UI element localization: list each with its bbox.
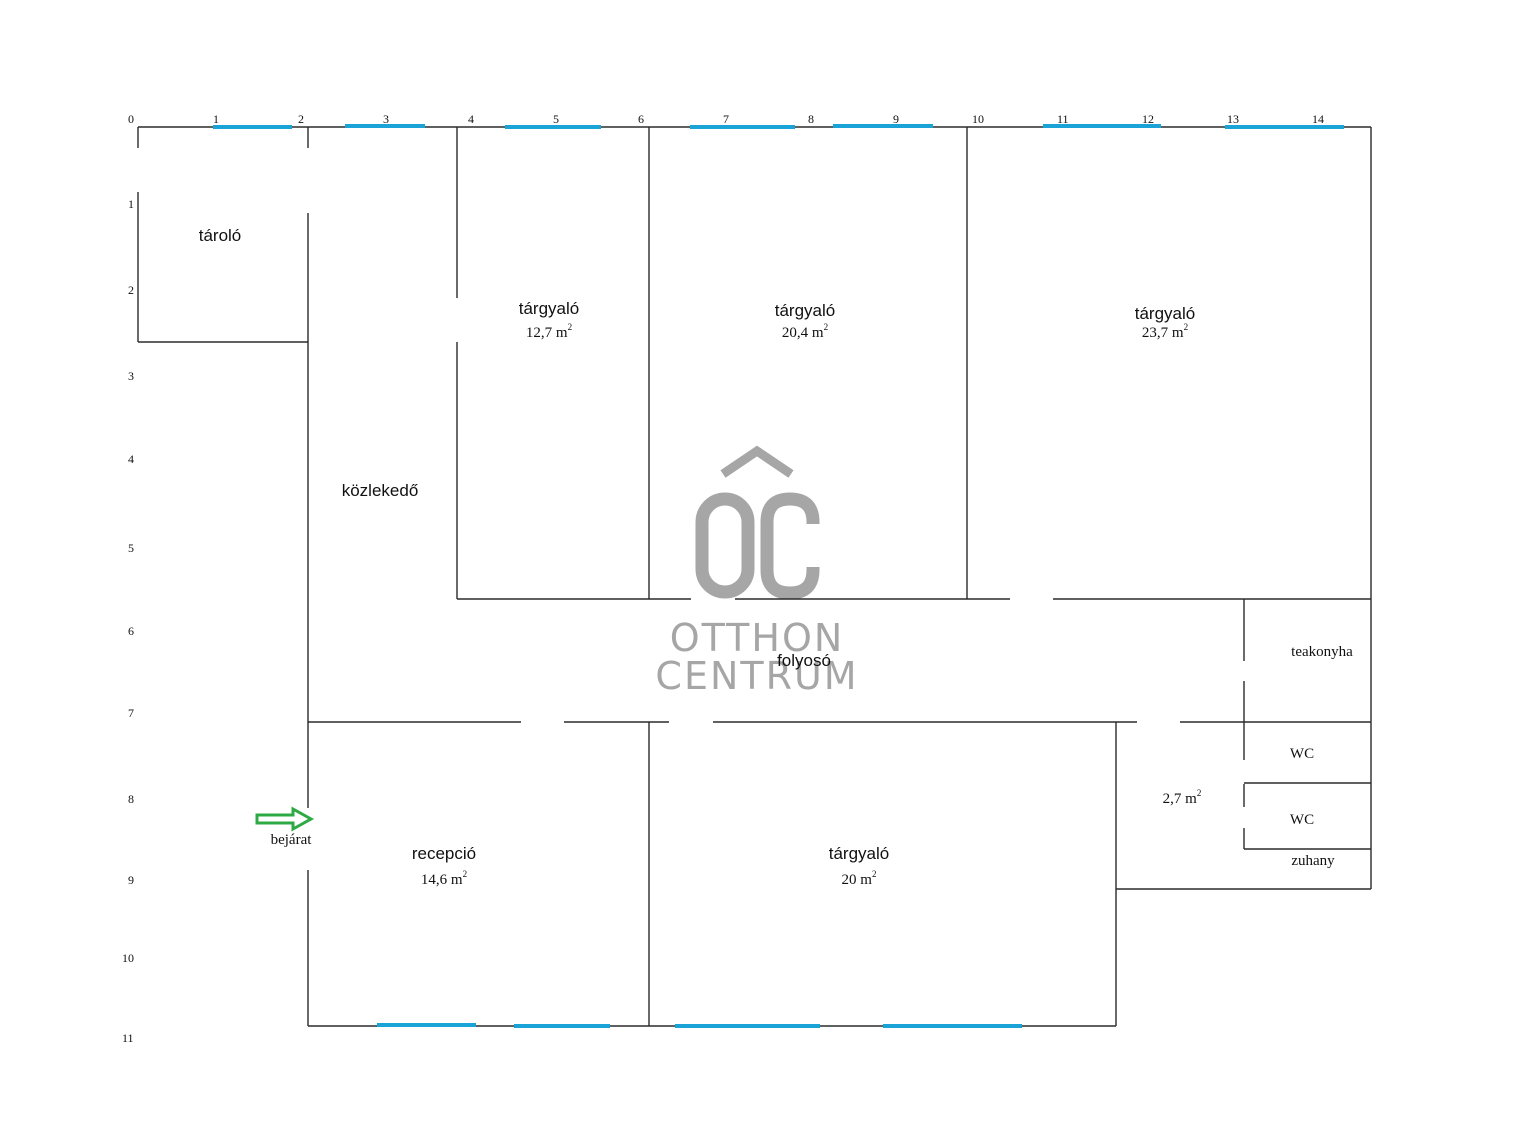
- y-tick-5: 5: [128, 541, 134, 555]
- room-storage-name: tároló: [199, 226, 242, 245]
- x-tick-4: 4: [468, 112, 474, 126]
- y-tick-6: 6: [128, 624, 134, 638]
- x-tick-14: 14: [1312, 112, 1324, 126]
- entrance: bejárat: [255, 806, 315, 848]
- room-reception-area-value: 14,6 m: [421, 872, 463, 888]
- y-tick-2: 2: [128, 283, 134, 297]
- y-tick-10: 10: [122, 951, 134, 965]
- x-tick-8: 8: [808, 112, 814, 126]
- watermark-line1: OTTHON: [670, 616, 845, 660]
- y-tick-1: 1: [128, 197, 134, 211]
- room-meeting3-area-sup: 2: [1184, 322, 1189, 332]
- watermark-logo: OTTHON CENTRUM: [655, 445, 858, 698]
- x-tick-7: 7: [723, 112, 729, 126]
- x-tick-1: 1: [213, 112, 219, 126]
- room-reception-area: 14,6 m2: [421, 869, 467, 888]
- y-axis-ticks: 1 2 3 4 5 6 7 8 9 10 11: [122, 197, 134, 1045]
- room-small-area: 2,7 m2: [1163, 788, 1202, 807]
- room-meeting2-area-value: 20,4 m: [782, 325, 824, 341]
- x-tick-3: 3: [383, 112, 389, 126]
- room-small-area-value: 2,7 m: [1163, 791, 1198, 807]
- room-meeting3-area-value: 23,7 m: [1142, 325, 1184, 341]
- room-wc1-name: WC: [1290, 746, 1314, 762]
- y-tick-9: 9: [128, 873, 134, 887]
- room-meeting2-name: tárgyaló: [775, 301, 835, 320]
- room-corridor-name: folyosó: [777, 651, 831, 670]
- room-meeting1-area: 12,7 m2: [526, 322, 572, 341]
- watermark-line2: CENTRUM: [655, 654, 858, 698]
- x-tick-12: 12: [1142, 112, 1154, 126]
- room-wc2-name: WC: [1290, 812, 1314, 828]
- letter-o-icon: [695, 492, 755, 599]
- room-meeting1-area-sup: 2: [568, 322, 573, 332]
- windows: [213, 124, 1344, 1028]
- y-tick-11: 11: [122, 1031, 134, 1045]
- letter-c-icon: [760, 492, 820, 600]
- y-tick-8: 8: [128, 792, 134, 806]
- x-tick-6: 6: [638, 112, 644, 126]
- room-reception-area-sup: 2: [463, 869, 468, 879]
- room-meeting3-area: 23,7 m2: [1142, 322, 1188, 341]
- x-tick-0: 0: [128, 112, 134, 126]
- room-meeting3-name: tárgyaló: [1135, 304, 1195, 323]
- x-tick-9: 9: [893, 112, 899, 126]
- room-meeting1-name: tárgyaló: [519, 299, 579, 318]
- x-tick-2: 2: [298, 112, 304, 126]
- room-meeting2-area: 20,4 m2: [782, 322, 828, 341]
- entrance-arrow-icon: [255, 806, 315, 832]
- y-tick-7: 7: [128, 706, 134, 720]
- room-meeting4-area: 20 m2: [842, 869, 877, 888]
- room-meeting1-area-value: 12,7 m: [526, 325, 568, 341]
- room-reception-name: recepció: [412, 844, 476, 863]
- roof-icon: [720, 445, 794, 478]
- room-small-area-sup: 2: [1197, 788, 1202, 798]
- x-axis-ticks: 0 1 2 3 4 5 6 7 8 9 10 11 12 13 14: [128, 112, 1324, 126]
- room-meeting4-area-value: 20 m: [842, 872, 873, 888]
- room-meeting2-area-sup: 2: [824, 322, 829, 332]
- room-kitchen-name: teakonyha: [1291, 644, 1353, 660]
- room-meeting4-area-sup: 2: [872, 869, 877, 879]
- x-tick-13: 13: [1227, 112, 1239, 126]
- room-shower-name: zuhany: [1291, 853, 1335, 869]
- entrance-label: bejárat: [271, 832, 313, 848]
- room-hallway-name: közlekedő: [342, 481, 419, 500]
- room-meeting4-name: tárgyaló: [829, 844, 889, 863]
- y-tick-3: 3: [128, 369, 134, 383]
- room-labels: tároló közlekedő tárgyaló 12,7 m2 tárgya…: [199, 226, 1353, 888]
- x-tick-5: 5: [553, 112, 559, 126]
- walls: [137, 126, 1372, 1027]
- x-tick-11: 11: [1057, 112, 1069, 126]
- y-tick-4: 4: [128, 452, 134, 466]
- x-tick-10: 10: [972, 112, 984, 126]
